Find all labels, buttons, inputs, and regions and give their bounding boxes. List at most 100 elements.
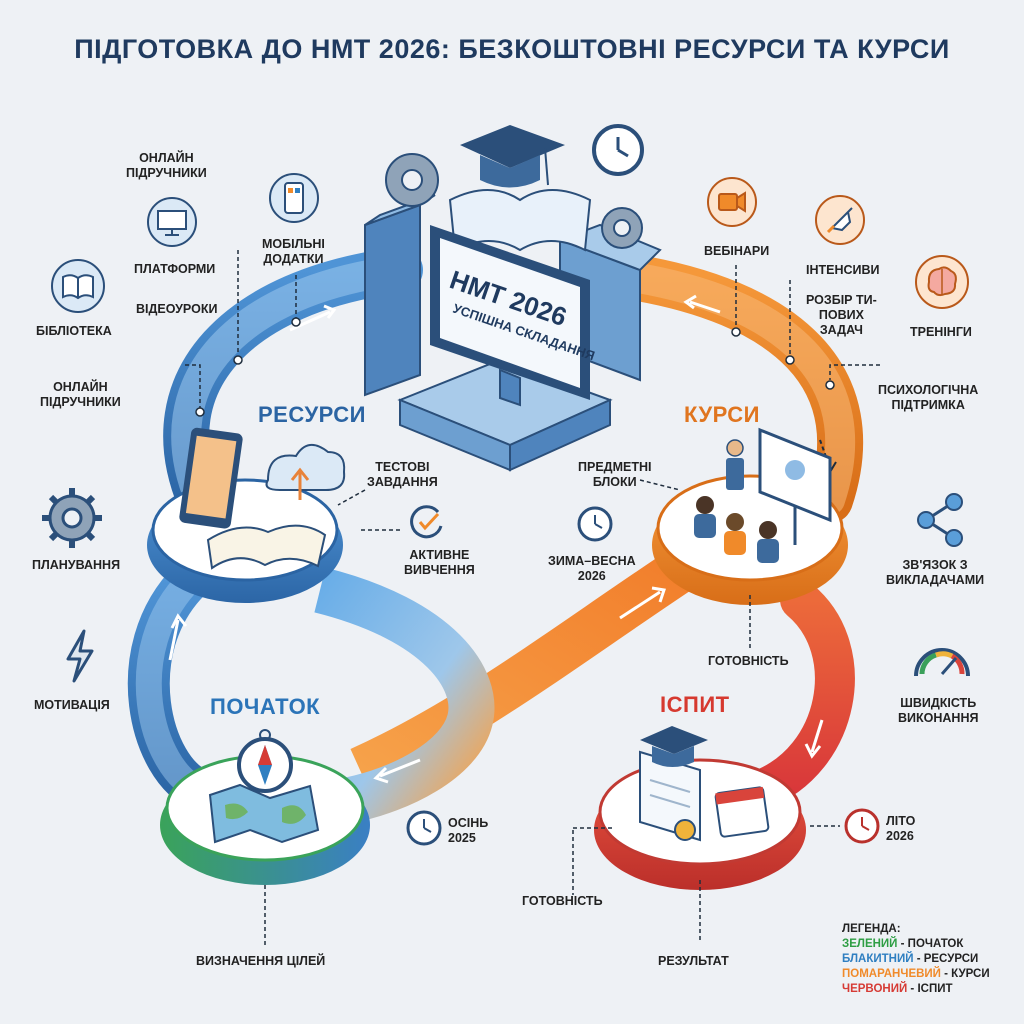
label-autumn: ОСІНЬ 2025 bbox=[448, 816, 488, 846]
arrow-mark bbox=[810, 719, 824, 753]
label-line: ЛІТО bbox=[886, 814, 916, 828]
stage-label-start: ПОЧАТОК bbox=[210, 694, 321, 719]
lightning-icon bbox=[66, 629, 94, 683]
label-line: ЗВ'ЯЗОК З bbox=[902, 558, 968, 572]
label-trainings: ТРЕНІНГИ bbox=[910, 325, 972, 339]
label-typical-tasks: РОЗБІР ТИ- ПОВИХ ЗАДАЧ bbox=[806, 293, 877, 338]
label-online-textbooks-left: ОНЛАЙН ПІДРУЧНИКИ bbox=[40, 380, 121, 410]
label-line: ЗАВДАННЯ bbox=[367, 475, 438, 489]
check-circle-icon bbox=[410, 505, 443, 539]
legend-color-name: БЛАКИТНИЙ bbox=[842, 952, 914, 965]
label-readiness-bottom: ГОТОВНІСТЬ bbox=[522, 894, 603, 908]
arrow-mark bbox=[379, 758, 421, 778]
label-test-tasks: ТЕСТОВІ ЗАВДАННЯ bbox=[367, 460, 438, 490]
label-result: РЕЗУЛЬТАТ bbox=[658, 954, 729, 968]
label-online-textbooks-top: ОНЛАЙН ПІДРУЧНИКИ bbox=[126, 151, 207, 181]
label-line: ОСІНЬ bbox=[448, 816, 489, 830]
legend-color-name: ЗЕЛЕНИЙ bbox=[842, 937, 898, 950]
label-line: ВИКОНАННЯ bbox=[898, 711, 979, 725]
label-line: ВИКЛАДАЧАМИ bbox=[886, 573, 985, 587]
legend-item-red: ЧЕРВОНИЙ - ІСПИТ bbox=[842, 982, 990, 997]
label-platforms: ПЛАТФОРМИ bbox=[134, 262, 216, 276]
label-line: ПРЕДМЕТНІ bbox=[578, 460, 652, 474]
arrow-mark bbox=[619, 590, 661, 620]
label-speed: ШВИДКІСТЬ ВИКОНАННЯ bbox=[898, 696, 978, 726]
exam-platform bbox=[594, 726, 806, 890]
label-line: ОНЛАЙН bbox=[139, 151, 194, 165]
phone-icon bbox=[269, 173, 319, 223]
stage-label-resources: РЕСУРСИ bbox=[258, 402, 366, 427]
label-line: ТЕСТОВІ bbox=[375, 460, 430, 474]
label-line: РОЗБІР ТИ- bbox=[806, 293, 877, 307]
label-active-study: АКТИВНЕ ВИВЧЕННЯ bbox=[404, 548, 475, 578]
stage-label-exam: ІСПИТ bbox=[660, 692, 730, 717]
book-icon bbox=[51, 259, 105, 313]
legend-item-orange: ПОМАРАНЧЕВИЙ - КУРСИ bbox=[842, 967, 990, 982]
courses-platform bbox=[652, 427, 848, 605]
label-line: ВИВЧЕННЯ bbox=[404, 563, 475, 577]
label-line: ПСИХОЛОГІЧНА bbox=[878, 383, 979, 397]
label-video-lessons: ВІДЕОУРОКИ bbox=[136, 302, 218, 316]
monitor-icon bbox=[147, 197, 197, 247]
label-intensives: ІНТЕНСИВИ bbox=[806, 263, 880, 277]
road-exam bbox=[740, 580, 855, 810]
speedometer-icon bbox=[914, 648, 970, 677]
road-cross-courses bbox=[350, 550, 693, 791]
clock-icon bbox=[406, 810, 442, 846]
share-icon bbox=[917, 493, 963, 547]
label-line: АКТИВНЕ bbox=[409, 548, 470, 562]
label-line: ПОВИХ bbox=[818, 308, 864, 322]
start-platform bbox=[160, 729, 370, 885]
label-line: МОБІЛЬНІ bbox=[262, 237, 325, 251]
label-motivation: МОТИВАЦІЯ bbox=[34, 698, 110, 712]
label-line: ЗАДАЧ bbox=[819, 323, 863, 337]
clock-icon bbox=[577, 506, 613, 542]
label-psych-support: ПСИХОЛОГІЧНА ПІДТРИМКА bbox=[878, 383, 978, 413]
label-mobile-apps: МОБІЛЬНІ ДОДАТКИ bbox=[262, 237, 325, 267]
label-webinars: ВЕБІНАРИ bbox=[704, 244, 770, 258]
legend-item-blue: БЛАКИТНИЙ - РЕСУРСИ bbox=[842, 952, 990, 967]
arrow-mark bbox=[289, 310, 331, 332]
label-line: ШВИДКІСТЬ bbox=[900, 696, 977, 710]
label-line: ОНЛАЙН bbox=[53, 380, 108, 394]
legend-meaning: - ІСПИТ bbox=[907, 982, 953, 995]
label-summer: ЛІТО 2026 bbox=[886, 814, 915, 844]
label-line: 2025 bbox=[448, 831, 476, 845]
brain-icon bbox=[915, 255, 969, 309]
arrow-mark bbox=[689, 300, 721, 314]
page-title: ПІДГОТОВКА ДО НМТ 2026: БЕЗКОШТОВНІ РЕСУ… bbox=[74, 34, 950, 64]
label-winter-spring: ЗИМА–ВЕСНА 2026 bbox=[548, 554, 636, 584]
legend-meaning: - РЕСУРСИ bbox=[913, 952, 979, 965]
video-camera-icon bbox=[707, 177, 757, 227]
label-contact-teachers: ЗВ'ЯЗОК З ВИКЛАДАЧАМИ bbox=[886, 558, 984, 588]
label-line: ПІДРУЧНИКИ bbox=[126, 166, 207, 180]
label-line: 2026 bbox=[577, 569, 606, 583]
road-cross-start bbox=[314, 567, 495, 823]
label-goals: ВИЗНАЧЕННЯ ЦІЛЕЙ bbox=[196, 954, 326, 968]
label-library: БІБЛІОТЕКА bbox=[36, 324, 112, 338]
label-planning: ПЛАНУВАННЯ bbox=[32, 558, 121, 572]
label-line: ПІДРУЧНИКИ bbox=[40, 395, 121, 409]
legend: ЛЕГЕНДА: ЗЕЛЕНИЙ - ПОЧАТОК БЛАКИТНИЙ - Р… bbox=[842, 922, 990, 997]
label-readiness-mid: ГОТОВНІСТЬ bbox=[708, 654, 789, 668]
center-computer-illustration bbox=[364, 124, 662, 472]
label-line: 2026 bbox=[886, 829, 914, 843]
gear-icon bbox=[42, 488, 102, 548]
label-line: ЗИМА–ВЕСНА bbox=[548, 554, 636, 568]
label-line: ДОДАТКИ bbox=[263, 252, 324, 266]
clock-icon bbox=[844, 808, 880, 844]
label-line: ПІДТРИМКА bbox=[891, 398, 965, 412]
legend-title: ЛЕГЕНДА: bbox=[842, 923, 901, 935]
resources-platform bbox=[147, 427, 346, 603]
stage-label-courses: КУРСИ bbox=[684, 402, 760, 427]
arrow-mark bbox=[168, 619, 180, 661]
label-subject-blocks: ПРЕДМЕТНІ БЛОКИ bbox=[578, 460, 651, 490]
legend-meaning: - КУРСИ bbox=[940, 967, 990, 980]
connector-lines bbox=[185, 250, 880, 945]
legend-color-name: ЧЕРВОНИЙ bbox=[842, 982, 908, 995]
rocket-icon bbox=[815, 195, 865, 245]
legend-meaning: - ПОЧАТОК bbox=[897, 937, 964, 950]
label-line: БЛОКИ bbox=[592, 475, 637, 489]
legend-item-green: ЗЕЛЕНИЙ - ПОЧАТОК bbox=[842, 937, 990, 952]
